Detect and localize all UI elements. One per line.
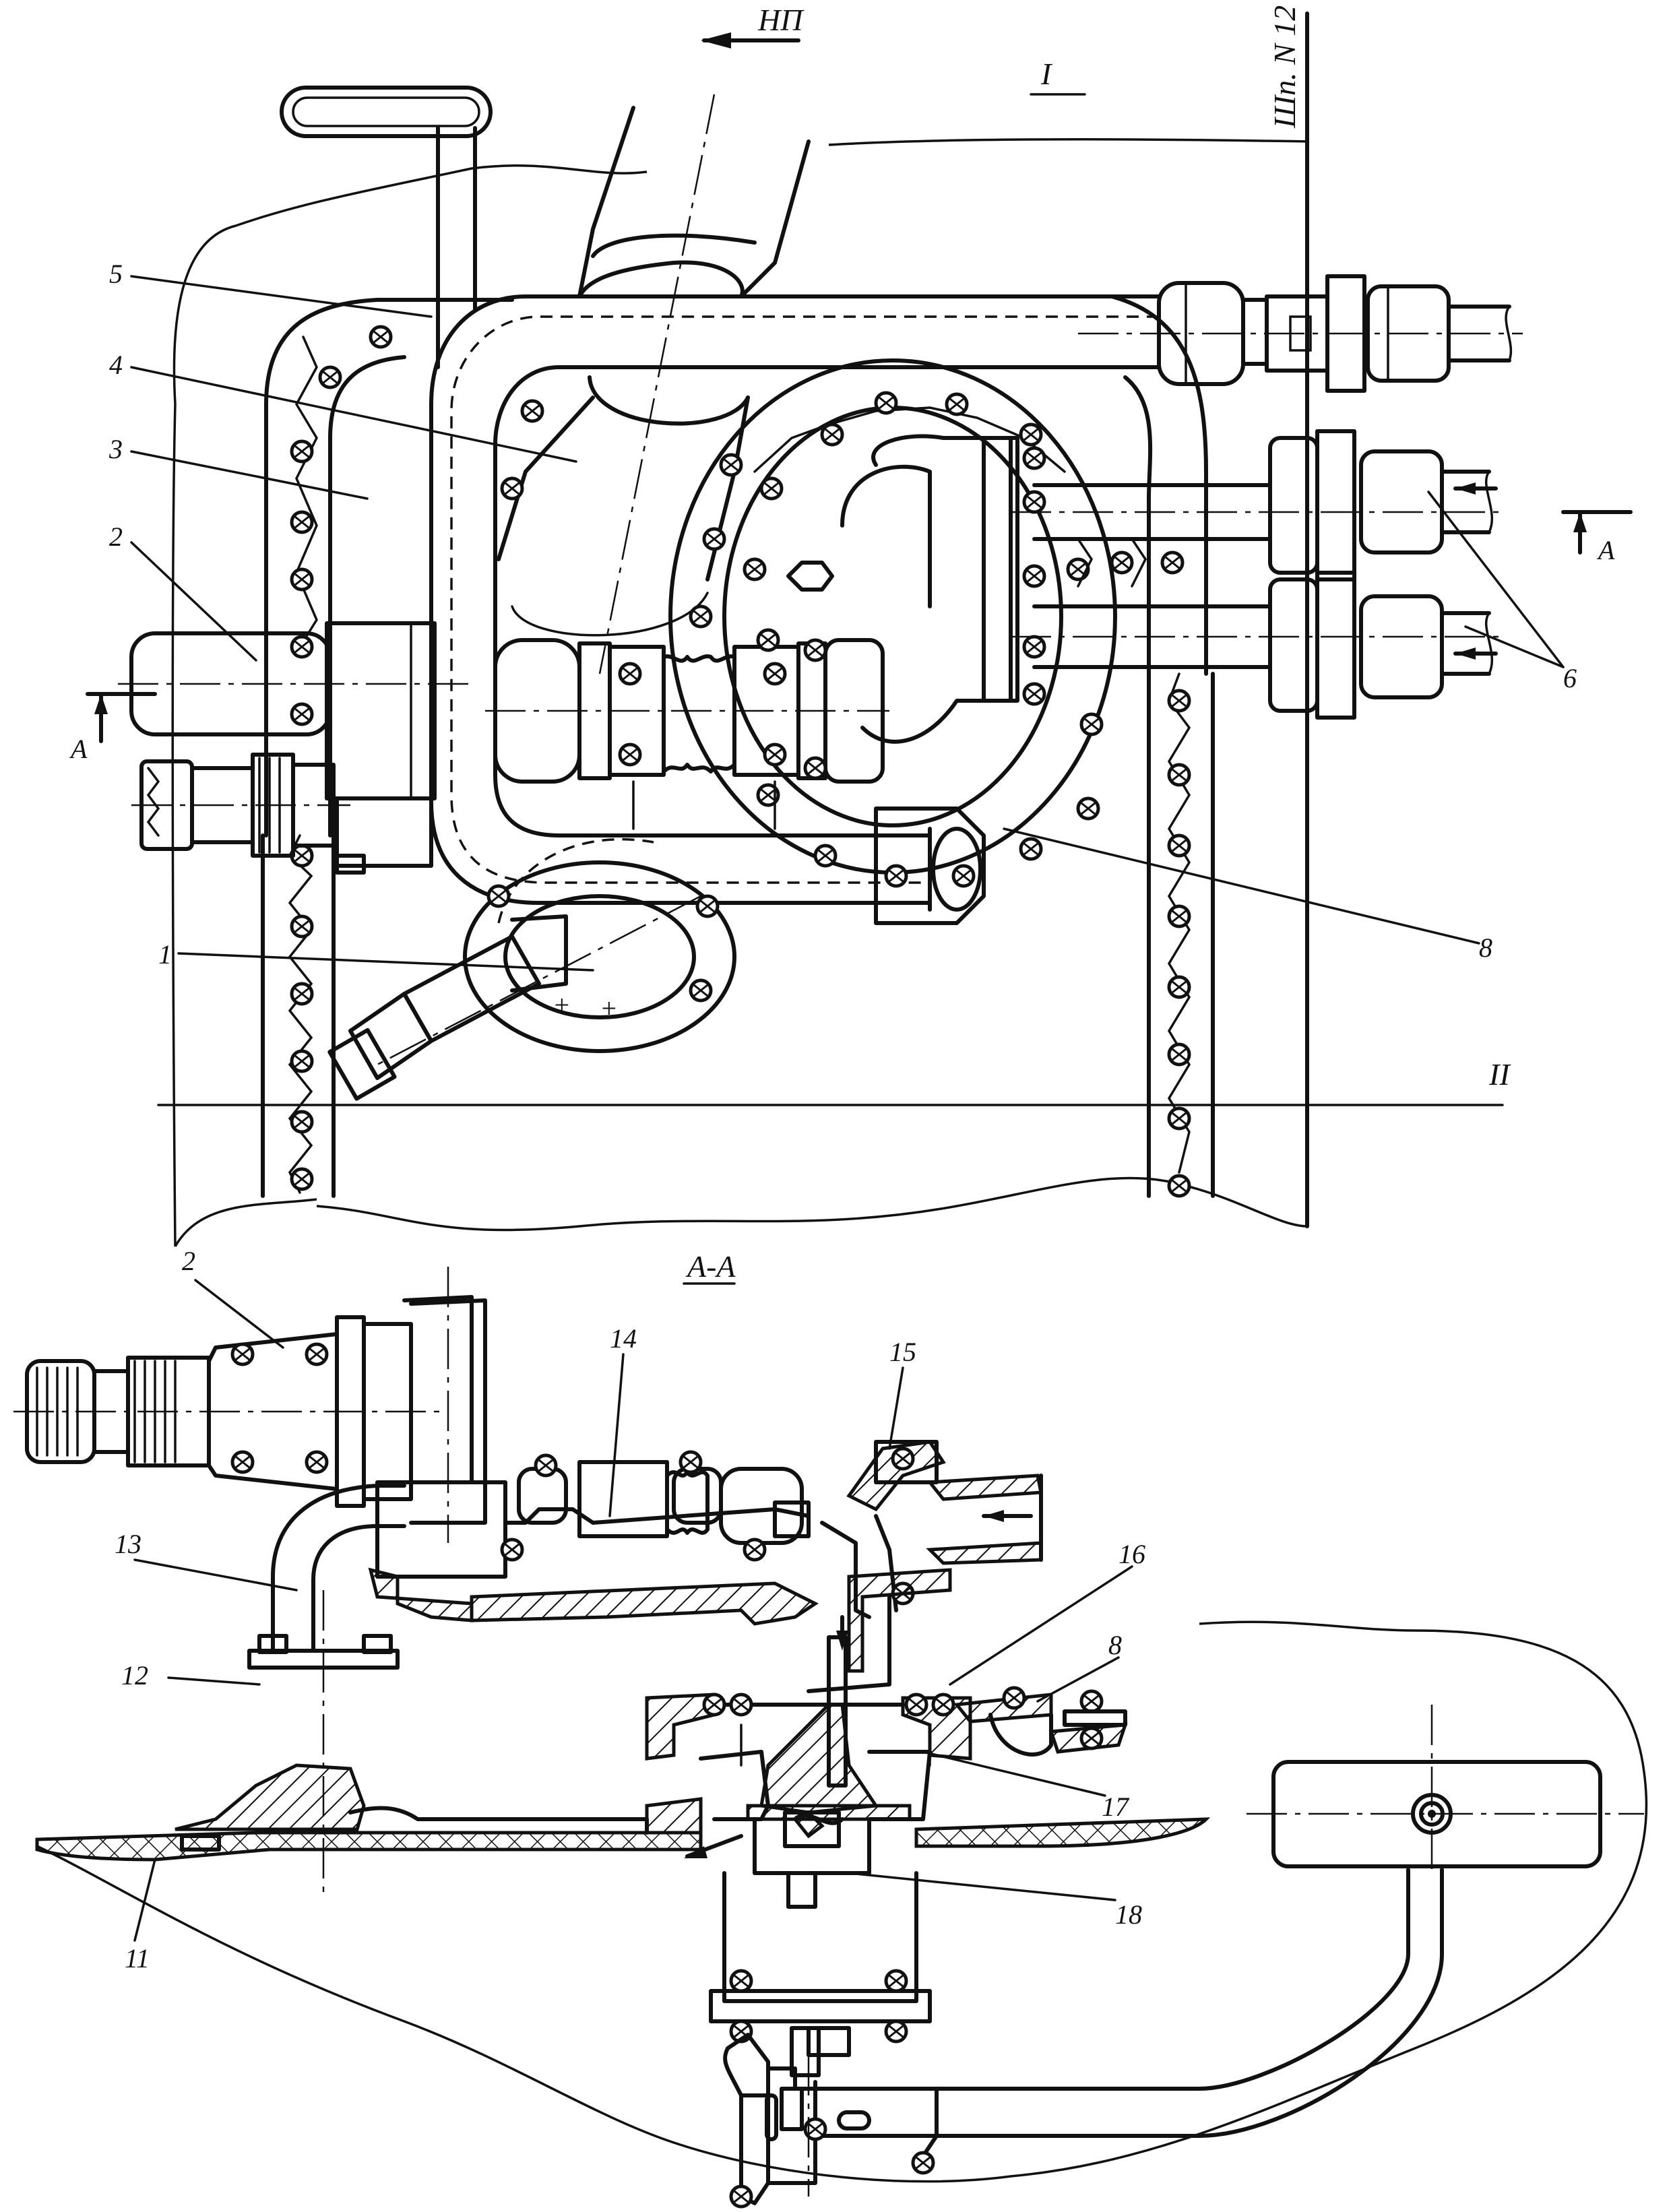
- panel-break-outline: [171, 137, 1308, 1247]
- svg-text:+: +: [553, 990, 571, 1020]
- callout-1: 1: [158, 939, 172, 970]
- lower-unit-18: [709, 1810, 945, 2207]
- right-flange-unit: [668, 358, 1117, 886]
- section-marker-left: A: [69, 692, 157, 764]
- callout-section-2: 2: [182, 1246, 195, 1276]
- section-title: A-A: [685, 1249, 736, 1284]
- callout-3: 3: [108, 434, 123, 464]
- callout-17: 17: [1102, 1792, 1130, 1822]
- skin-panel: [35, 1817, 1211, 1862]
- connector-top: [131, 753, 350, 858]
- elbow-15: [807, 1440, 1044, 1693]
- bellows-coupling: [485, 630, 889, 830]
- callout-12: 12: [121, 1660, 148, 1690]
- section-handle: [935, 1705, 1644, 2138]
- top-leaders: [130, 275, 1565, 1106]
- handle: [280, 86, 493, 369]
- impeller-unit: [645, 1635, 972, 1858]
- view-label: I: [1040, 57, 1053, 91]
- stringer-left: [261, 833, 336, 1198]
- callout-13: 13: [115, 1529, 141, 1559]
- section-marker-right: A: [1561, 510, 1633, 565]
- callout-6: 6: [1563, 663, 1577, 693]
- motor-top: [118, 621, 472, 875]
- callout-2: 2: [109, 522, 123, 552]
- direction-arrow: [701, 32, 800, 49]
- callout-4: 4: [109, 350, 123, 380]
- mounting-plate-left: [264, 298, 514, 838]
- pipe-13: [271, 1484, 406, 1653]
- outlet-pipes: [1011, 429, 1503, 720]
- motor-section: [13, 1298, 487, 1525]
- callout-18: 18: [1115, 1899, 1142, 1930]
- section-leaders: [133, 1279, 1133, 1942]
- frame-label: Шп. N 12: [1267, 5, 1302, 129]
- callout-15: 15: [889, 1337, 916, 1367]
- upper-fittings: [1078, 274, 1523, 393]
- svg-text:+: +: [600, 993, 618, 1023]
- plane-label: II: [1488, 1057, 1511, 1092]
- pump-housing: [368, 1267, 819, 1626]
- flange-8: [953, 1688, 1128, 1757]
- callout-16: 16: [1118, 1539, 1145, 1569]
- callout-5: 5: [109, 259, 123, 289]
- u-pipe: [429, 294, 1161, 925]
- section-view: A-A: [13, 1246, 1648, 2207]
- valve-top: ++: [327, 838, 736, 1101]
- top-view: НП I Шп. N 12: [69, 3, 1633, 1247]
- callout-14: 14: [610, 1323, 637, 1354]
- direction-label: НП: [757, 3, 805, 37]
- callout-section-8: 8: [1108, 1630, 1122, 1660]
- callout-8: 8: [1479, 933, 1492, 963]
- svg-text:A: A: [69, 734, 88, 764]
- air-duct: [497, 94, 811, 674]
- callout-11: 11: [125, 1943, 150, 1973]
- svg-text:A: A: [1596, 535, 1615, 565]
- stringer-right: [1147, 672, 1215, 1198]
- base-casting: [175, 1590, 703, 1900]
